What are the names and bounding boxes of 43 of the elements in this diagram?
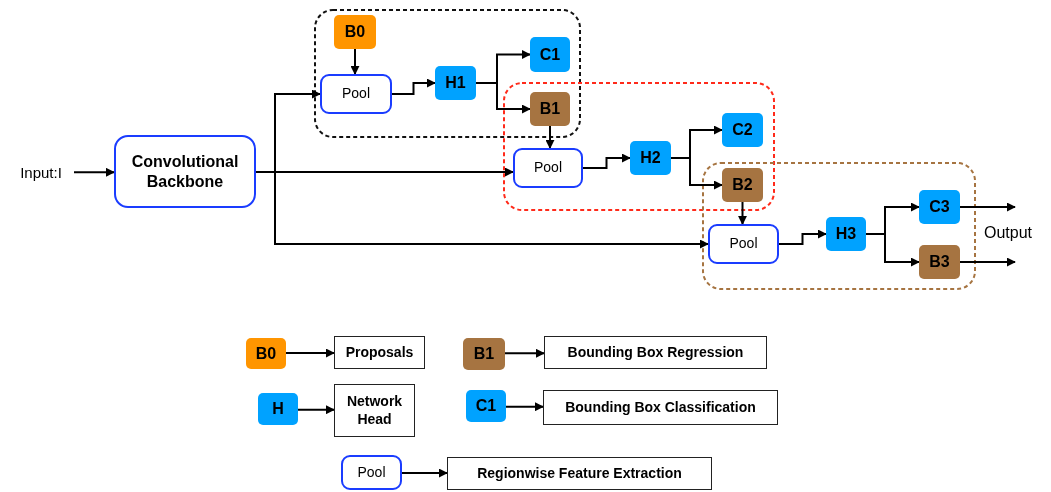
head-box: H2 bbox=[630, 141, 671, 175]
arrow bbox=[391, 78, 436, 95]
head-box: H bbox=[258, 393, 298, 425]
backbone-box: Convolutional Backbone bbox=[114, 135, 256, 208]
arrow bbox=[297, 405, 335, 415]
arrow bbox=[73, 167, 115, 177]
regression-box: B3 bbox=[919, 245, 960, 279]
description-box: Bounding Box Classification bbox=[543, 390, 778, 425]
arrow bbox=[582, 153, 631, 169]
head-box: H3 bbox=[826, 217, 866, 251]
pool-box: Pool bbox=[341, 455, 402, 490]
pool-box: Pool bbox=[708, 224, 779, 264]
head-box: C1 bbox=[530, 37, 570, 72]
head-box: C3 bbox=[919, 190, 960, 224]
description-box: Bounding Box Regression bbox=[544, 336, 767, 369]
regression-box: B2 bbox=[722, 168, 763, 202]
arrow bbox=[285, 348, 335, 358]
arrow bbox=[959, 202, 1016, 212]
pool-box: Pool bbox=[320, 74, 392, 114]
arrow bbox=[778, 229, 827, 245]
description-box: Regionwise Feature Extraction bbox=[447, 457, 712, 490]
output-label: Output bbox=[984, 224, 1033, 242]
arrow bbox=[959, 257, 1016, 267]
head-box: C1 bbox=[466, 390, 506, 422]
regression-box: B1 bbox=[530, 92, 570, 126]
input-label: Input:I bbox=[8, 160, 74, 186]
arrow bbox=[350, 48, 360, 75]
pool-box: Pool bbox=[513, 148, 583, 188]
proposal-box: B0 bbox=[334, 15, 376, 49]
arrow bbox=[545, 125, 555, 149]
regression-box: B1 bbox=[463, 338, 505, 370]
arrow bbox=[475, 82, 531, 114]
arrow bbox=[670, 157, 723, 190]
arrow bbox=[865, 233, 920, 267]
proposal-box: B0 bbox=[246, 338, 286, 369]
description-box: Network Head bbox=[334, 384, 415, 437]
head-box: C2 bbox=[722, 113, 763, 147]
arrow bbox=[505, 402, 544, 412]
arrow bbox=[504, 348, 545, 358]
description-box: Proposals bbox=[334, 336, 425, 369]
arrow bbox=[401, 468, 448, 478]
head-box: H1 bbox=[435, 66, 476, 100]
arrow bbox=[738, 201, 747, 225]
